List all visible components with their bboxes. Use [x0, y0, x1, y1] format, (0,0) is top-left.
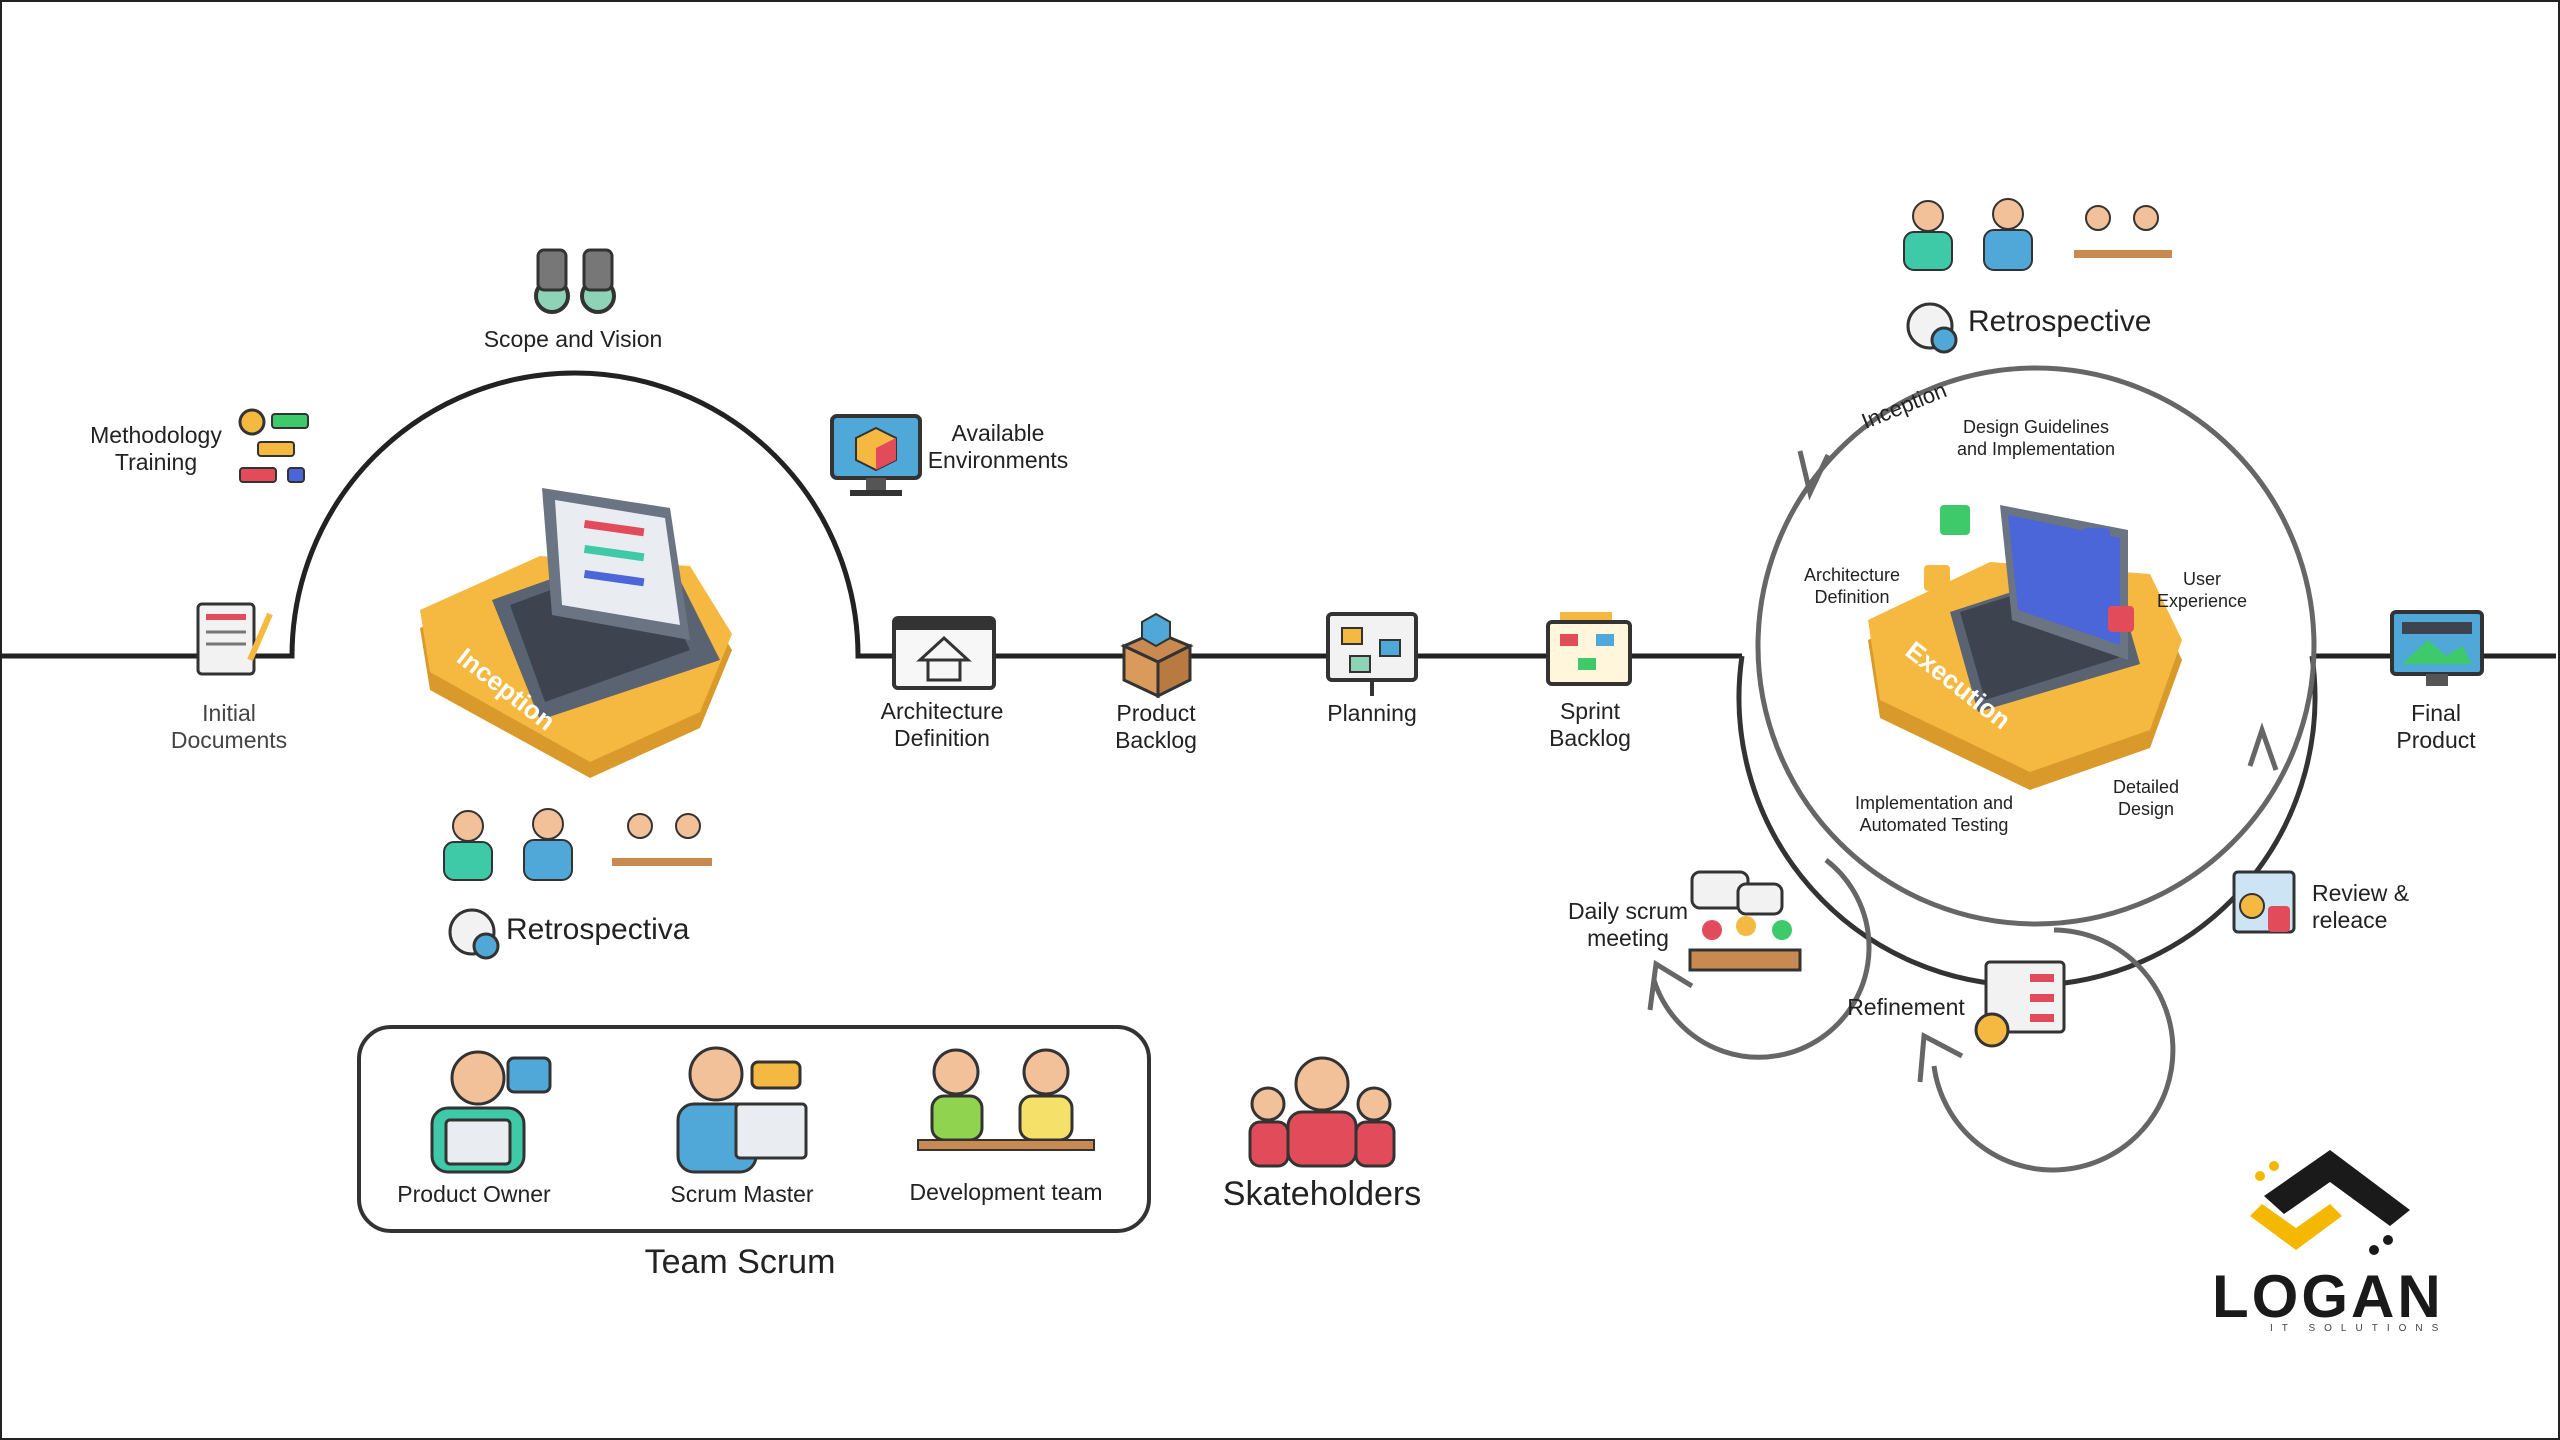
refinement-loop	[1931, 927, 2176, 1173]
execution-platform	[1868, 505, 2182, 790]
sprint-backlog-icon	[1546, 612, 1632, 686]
available-environments-icon	[830, 414, 922, 496]
daily-scrum-icon	[1688, 870, 1802, 972]
daily-scrum-loop	[1651, 858, 1872, 1060]
refinement-arrow	[1917, 1032, 1964, 1083]
logan-logo-mark	[2250, 1150, 2410, 1255]
daily-scrum-label: Daily scrum meeting	[1567, 898, 1689, 951]
final-product-label: Final Product	[2396, 700, 2476, 753]
design-guidelines-label: Design Guidelines and Implementation	[1956, 417, 2116, 459]
scope-vision-label: Scope and Vision	[483, 326, 663, 352]
planning-label: Planning	[1327, 700, 1417, 726]
development-team-avatar	[917, 1048, 1095, 1151]
development-team-label: Development team	[909, 1179, 1103, 1205]
final-product-icon	[2390, 610, 2484, 686]
stakeholders-avatar	[1248, 1056, 1396, 1168]
architecture-definition-icon	[892, 616, 996, 690]
retrospective-label: Retrospective	[1968, 305, 2152, 338]
cycle-arrow-right	[2247, 722, 2279, 771]
methodology-training-icon	[238, 408, 309, 483]
refinement-icon	[1974, 960, 2066, 1048]
initial-documents-icon	[196, 602, 273, 676]
team-row-execution	[1903, 198, 2172, 271]
retrospectiva-label: Retrospectiva	[506, 913, 690, 946]
logan-logo-tagline: IT SOLUTIONS	[2270, 1323, 2448, 1334]
implementation-testing-label: Implementation and Automated Testing	[1854, 793, 2014, 835]
initial-documents-label: Initial Documents	[170, 700, 288, 753]
cycle-arrow-left	[1797, 450, 1831, 501]
scrum-master-avatar	[676, 1046, 808, 1174]
refinement-label: Refinement	[1847, 994, 1965, 1020]
process-line	[0, 370, 2556, 659]
execution-cycle	[1755, 365, 2317, 927]
team-row-inception	[443, 808, 712, 881]
scrum-master-label: Scrum Master	[670, 1181, 814, 1207]
product-backlog-label: Product Backlog	[1115, 700, 1197, 753]
team-scrum-box	[357, 1025, 1151, 1233]
cycle-architecture-label: Architecture Definition	[1803, 565, 1901, 607]
architecture-definition-label: Architecture Definition	[880, 698, 1004, 751]
product-owner-label: Product Owner	[397, 1181, 551, 1207]
inception-platform	[420, 488, 732, 778]
detailed-design-label: Detailed Design	[2112, 777, 2180, 819]
sprint-backlog-label: Sprint Backlog	[1549, 698, 1631, 751]
review-release-label: Review & releace	[2312, 880, 2410, 933]
daily-scrum-arrow	[1647, 959, 1694, 1011]
product-backlog-icon	[1120, 612, 1194, 699]
stakeholders-label: Skateholders	[1222, 1175, 1422, 1213]
product-owner-avatar	[430, 1050, 552, 1174]
review-release-icon	[2232, 870, 2296, 934]
team-scrum-caption: Team Scrum	[644, 1243, 836, 1281]
planning-icon	[1326, 612, 1418, 696]
retrospective-icon-execution	[1906, 302, 1958, 354]
logan-logo-text: LOGAN	[2212, 1263, 2444, 1330]
available-environments-label: Available Environments	[927, 420, 1069, 473]
user-experience-label: User Experience	[2156, 569, 2248, 611]
methodology-training-label: Methodology Training	[90, 422, 222, 475]
binoculars-icon	[534, 248, 616, 314]
retrospective-icon-inception	[448, 908, 500, 960]
